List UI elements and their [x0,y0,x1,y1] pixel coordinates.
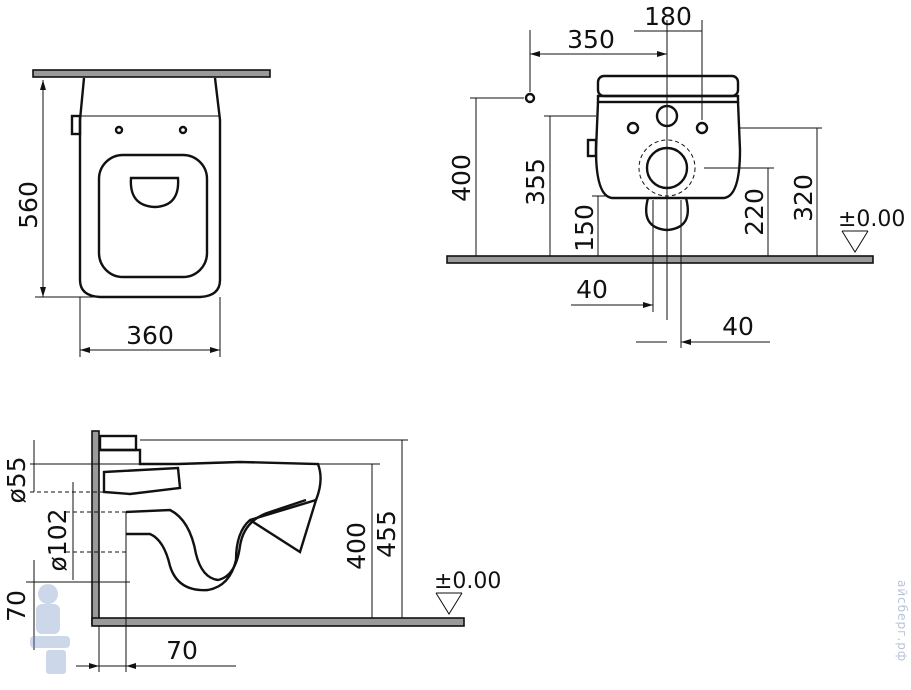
plumber-mascot-icon [30,584,70,674]
side-floor [91,617,465,627]
inner-bowl [97,153,209,279]
dim-560-label: 560 [14,181,43,229]
d102-label: ø102 [43,508,72,571]
top-view: 560 360 [14,69,271,357]
bowl-front [594,101,742,200]
seat-hinge-block [98,434,138,452]
bowl-outline [78,77,222,299]
dim-180-label: 180 [644,2,692,31]
front-floor [446,255,874,264]
h70-label: 70 [2,590,31,622]
dim-320-label: 320 [789,174,818,222]
bolt-right [695,121,709,135]
dim-350-label: 350 [567,25,615,54]
seat-cover [596,74,740,98]
top-view-wall [32,69,271,78]
front-pipe-stub [586,138,598,158]
side-view: ø55 ø102 70 400 455 ±0.00 70 [2,430,501,672]
dim-40-left-arrow [643,302,653,308]
level-label-side: ±0.00 [434,569,501,594]
side-wall [91,430,100,625]
trapway [125,498,307,582]
bolt-left [626,121,640,135]
flush-pipe-stub [70,114,82,136]
dim-400-label: 400 [447,154,476,202]
h400-label: 400 [342,522,371,570]
w70-arrows [89,663,136,669]
dim-220-label: 220 [740,188,769,236]
watermark-text: айсберг.рф [895,580,909,663]
hinge-hole-right [178,125,188,135]
w70-label: 70 [166,636,198,665]
dim-40-right-arrow [681,339,691,345]
flush-inlet-pipe [102,466,182,496]
bowl-water-area [249,499,318,554]
dim-355-label: 355 [521,158,550,206]
d55-label: ø55 [2,456,31,503]
water-supply-point [524,92,536,104]
front-view: 180 350 400 355 150 220 320 ±0.00 40 40 [446,2,905,348]
dim-360-label: 360 [126,321,174,350]
dim-40-right-label: 40 [722,312,754,341]
hinge-hole-left [114,125,124,135]
seat-rim [596,94,740,104]
dim-150-label: 150 [570,204,599,252]
outlet-opening [129,176,180,209]
level-marker-front [841,230,869,253]
level-marker-side [435,592,463,615]
h455-label: 455 [372,510,401,558]
level-label-front: ±0.00 [838,207,905,232]
dim-40-left-label: 40 [576,275,608,304]
